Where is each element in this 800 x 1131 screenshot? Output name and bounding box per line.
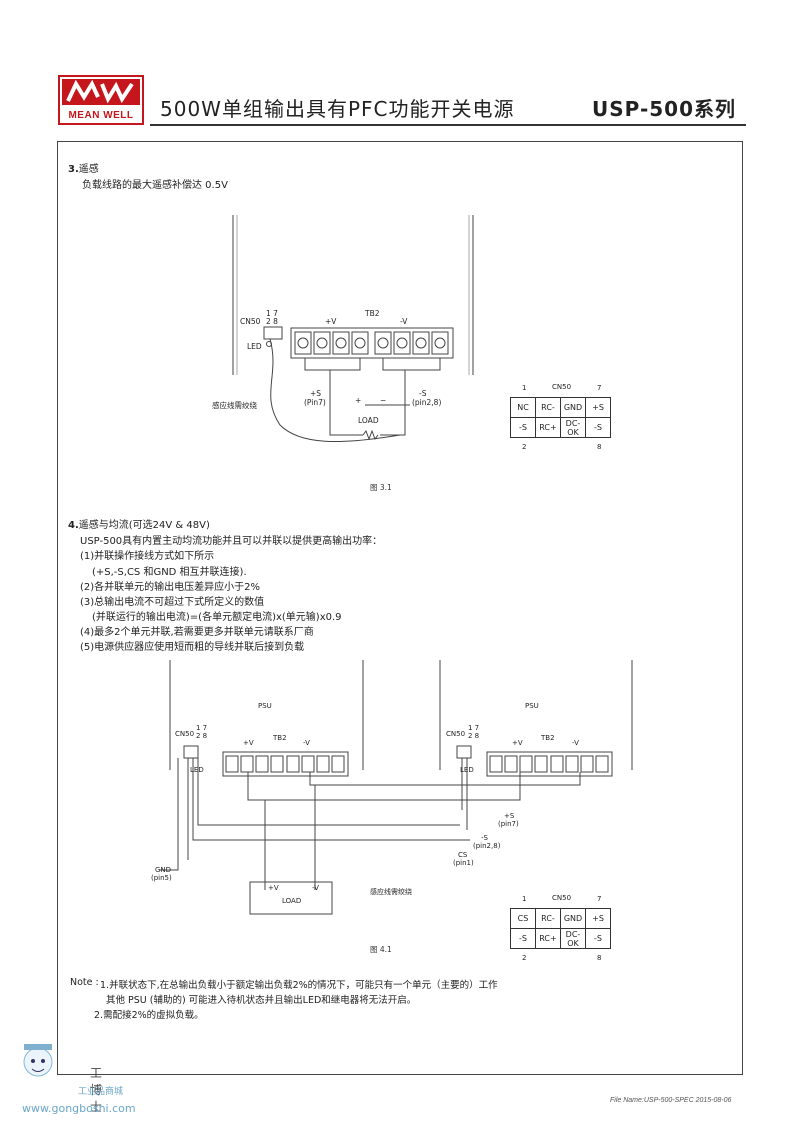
led-2: LED xyxy=(460,766,474,774)
plus-v-2: +V xyxy=(512,739,523,747)
mean-well-logo: MEAN WELL xyxy=(58,75,144,125)
minus-sign: − xyxy=(380,396,386,405)
load-minus-v: -V xyxy=(312,884,319,892)
gnd-pin: (pin5) xyxy=(151,874,172,882)
mascot-icon xyxy=(23,1044,53,1077)
cn50-col-right: 7 xyxy=(597,384,602,392)
figure-caption-3-1: 图 3.1 xyxy=(370,483,392,492)
note-line-3: 2.需配接2%的虚拟负载。 xyxy=(94,1010,204,1021)
section3-desc: 负载线路的最大遥感补偿达 0.5V xyxy=(82,180,228,191)
note-label: Note : xyxy=(70,977,99,988)
plus-v-label: +V xyxy=(325,317,337,326)
pin-top-2: 1 7 xyxy=(468,724,479,732)
mw-logo-mark xyxy=(62,79,140,105)
section4-line-6: (并联运行的输出电流)=(各单元额定电流)x(单元输)x0.9 xyxy=(92,612,342,623)
minus-s-pin: (pin2,8) xyxy=(473,842,501,850)
watermark: 工博士 工业品商城 www.gongboshi.com xyxy=(18,1040,136,1115)
cs-label: CS xyxy=(458,851,468,859)
cn50-foot-left: 2 xyxy=(522,443,527,451)
pin-sub-label: 2 8 xyxy=(266,317,278,326)
pin-sub-2: 2 8 xyxy=(468,732,479,740)
twist-label: 感应线需绞绕 xyxy=(370,887,412,896)
watermark-cn: 工博士 xyxy=(90,1066,103,1114)
psu-1-label: PSU xyxy=(258,702,272,710)
plus-s-label: +S xyxy=(504,812,515,820)
led-label: LED xyxy=(247,342,262,351)
cn50-col-right-2: 7 xyxy=(597,895,602,903)
section3-heading: 3.遥感 xyxy=(68,164,99,175)
cn50-label-1: CN50 xyxy=(175,730,194,738)
load-label: LOAD xyxy=(282,897,301,905)
minus-v-2: -V xyxy=(572,739,579,747)
tb2-2: TB2 xyxy=(540,734,555,742)
plus-sign: + xyxy=(355,396,361,405)
cn50-table-title-2: CN50 xyxy=(552,894,572,902)
pin-top-label: 1 7 xyxy=(266,309,278,318)
watermark-sub: 工业品商城 xyxy=(78,1087,124,1097)
parallel-current-share-diagram: PSU PSU CN50 CN50 1 7 2 8 1 7 2 8 LED LE… xyxy=(151,660,633,915)
title-rule xyxy=(150,124,746,126)
load-label: LOAD xyxy=(358,416,379,425)
minus-s-pin-label: (pin2,8) xyxy=(412,398,441,407)
cn50-foot-right-2: 8 xyxy=(597,954,602,962)
twist-label: 感应线需绞绕 xyxy=(212,400,257,410)
note-line-1: 1.并联状态下,在总输出负载小于额定输出负载2%的情况下，可能只有一个单元（主要… xyxy=(100,980,498,991)
minus-s-label: -S xyxy=(419,389,427,398)
cn50-col-left: 1 xyxy=(522,384,527,392)
pin-top-1: 1 7 xyxy=(196,724,207,732)
minus-v-label: -V xyxy=(400,317,408,326)
tb2-1: TB2 xyxy=(272,734,287,742)
cn50-label: CN50 xyxy=(240,317,261,326)
cn50-label-2: CN50 xyxy=(446,730,465,738)
section4-line-3: (+S,-S,CS 和GND 相互并联连接). xyxy=(92,567,247,578)
cn50-col-left-2: 1 xyxy=(522,895,527,903)
cs-pin: (pin1) xyxy=(453,859,474,867)
minus-s-label: -S xyxy=(481,834,489,842)
plus-v-1: +V xyxy=(243,739,254,747)
minus-v-1: -V xyxy=(303,739,310,747)
section4-line-4: (2)各并联单元的输出电压差异应小于2% xyxy=(80,582,261,593)
pin-sub-1: 2 8 xyxy=(196,732,207,740)
section4-line-7: (4)最多2个单元并联,若需要更多并联单元请联系厂商 xyxy=(80,627,314,638)
section4-line-8: (5)电源供应器应使用短而粗的导线并联后接到负载 xyxy=(80,642,305,653)
figure-caption-4-1: 图 4.1 xyxy=(370,945,392,954)
plus-s-label: +S xyxy=(310,389,321,398)
content-frame xyxy=(57,141,743,1075)
led-1: LED xyxy=(190,766,204,774)
section4-line-1: USP-500具有内置主动均流功能并且可以并联以提供更高输出功率： xyxy=(80,536,383,547)
psu-2-label: PSU xyxy=(525,702,539,710)
tb2-label: TB2 xyxy=(364,309,380,318)
section4-heading: 4.遥感与均流(可选24V & 48V) xyxy=(68,520,210,531)
cn50-foot-left-2: 2 xyxy=(522,954,527,962)
series-title: USP-500系列 xyxy=(592,97,736,121)
cn50-foot-right: 8 xyxy=(597,443,602,451)
section4-line-2: (1)并联操作接线方式如下所示 xyxy=(80,551,215,562)
note-line-2: 其他 PSU (辅助的) 可能进入待机状态并且输出LED和继电器将无法开启。 xyxy=(106,995,417,1006)
plus-s-pin: (pin7) xyxy=(498,820,519,828)
cn50-table-title: CN50 xyxy=(552,383,572,391)
page-title: 500W单组输出具有PFC功能开关电源 xyxy=(160,97,515,121)
load-plus-v: +V xyxy=(268,884,279,892)
remote-sense-diagram: CN50 1 7 2 8 LED TB2 +V -V +S (Pin7) -S … xyxy=(212,215,474,443)
logo-text: MEAN WELL xyxy=(68,110,134,121)
plus-s-pin-label: (Pin7) xyxy=(304,398,326,407)
watermark-url: www.gongboshi.com xyxy=(22,1102,136,1115)
gnd-label: GND xyxy=(155,866,171,874)
section4-line-5: (3)总输出电流不可超过下式所定义的数值 xyxy=(80,597,265,608)
file-name-footer: File Name:USP-500-SPEC 2015-08-06 xyxy=(610,1097,732,1104)
